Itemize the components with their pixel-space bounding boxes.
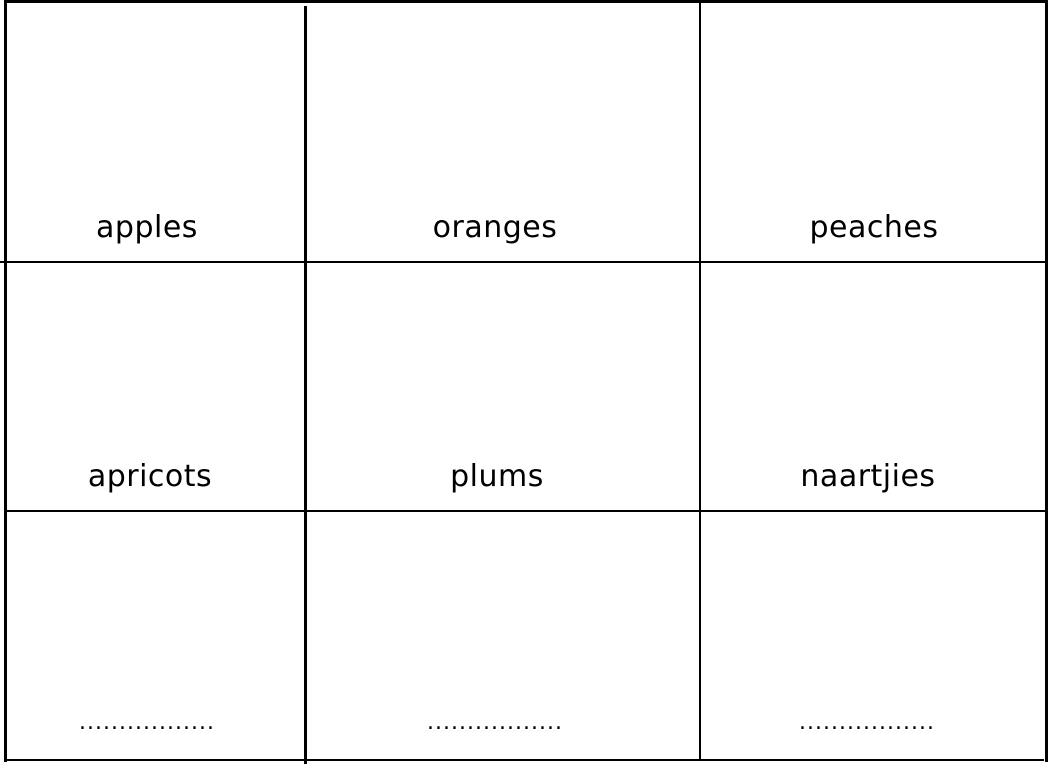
cell-label: apricots bbox=[87, 459, 213, 494]
cell-label: naartjies bbox=[800, 459, 936, 494]
cell-label: apples bbox=[96, 210, 198, 245]
grid-line-row-2 bbox=[6, 510, 1046, 512]
cell-blank-2: ................. bbox=[307, 512, 699, 734]
grid-line-col-1 bbox=[304, 6, 307, 764]
grid-line-top bbox=[6, 0, 1048, 3]
grid-line-col-2 bbox=[699, 0, 701, 760]
grid-line-row-1 bbox=[0, 261, 1046, 263]
cell-apples: apples bbox=[6, 3, 304, 243]
grid-line-left bbox=[4, 0, 7, 762]
cell-oranges: oranges bbox=[307, 3, 699, 243]
blank-answer-line: ................. bbox=[799, 710, 935, 735]
cell-naartjies: naartjies bbox=[701, 263, 1045, 492]
grid-line-bottom bbox=[6, 759, 1044, 761]
grid-line-right bbox=[1045, 0, 1048, 762]
cell-plums: plums bbox=[307, 263, 699, 492]
cell-blank-3: ................. bbox=[701, 512, 1045, 734]
cell-peaches: peaches bbox=[701, 3, 1045, 243]
cell-blank-1: ................. bbox=[6, 512, 304, 734]
blank-answer-line: ................. bbox=[79, 710, 215, 735]
cell-apricots: apricots bbox=[6, 263, 304, 492]
cell-label: peaches bbox=[809, 210, 939, 245]
blank-answer-line: ................. bbox=[427, 710, 563, 735]
cell-label: oranges bbox=[432, 210, 558, 245]
cell-label: plums bbox=[450, 459, 544, 494]
